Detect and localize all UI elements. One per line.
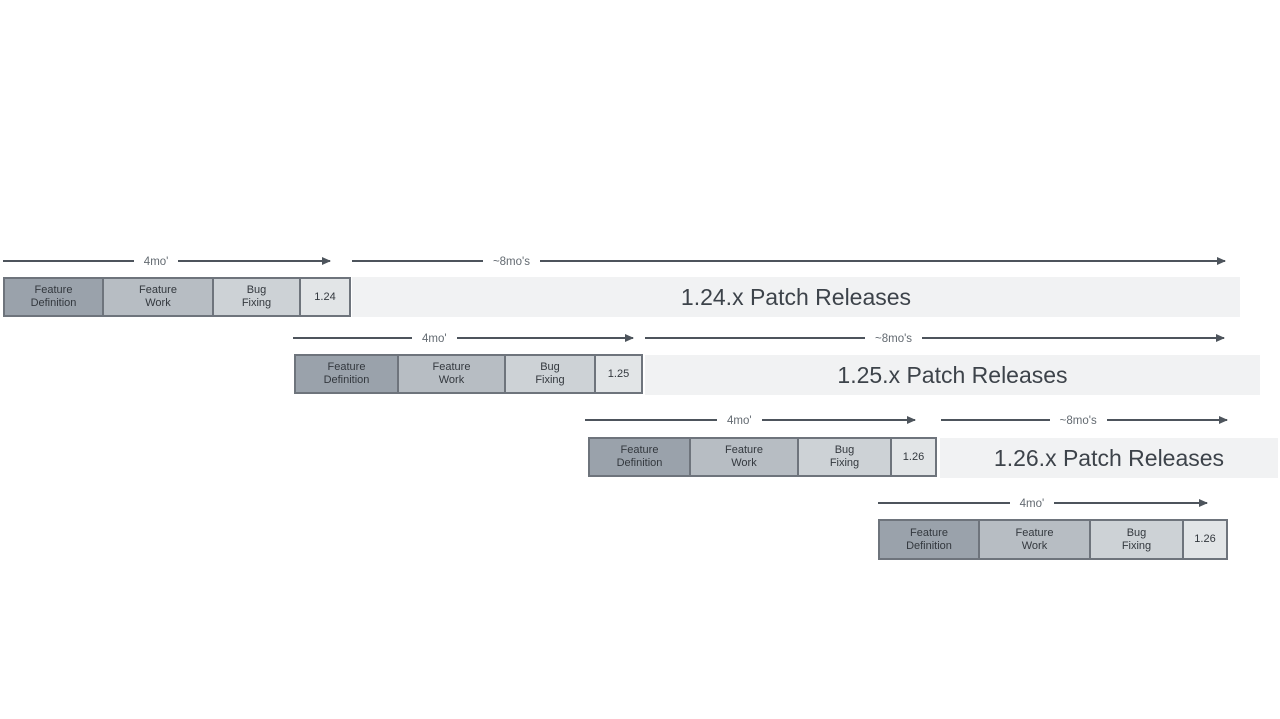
patch-duration-arrow: ~8mo's: [352, 252, 1225, 270]
version-cell: 1.26: [1182, 521, 1226, 558]
phase-bug-fixing: Bug Fixing: [797, 439, 890, 475]
phase-feature-work: Feature Work: [689, 439, 797, 475]
patch-releases-bar: 1.24.x Patch Releases: [352, 277, 1240, 317]
patch-releases-bar: 1.25.x Patch Releases: [645, 355, 1260, 395]
patch-duration-arrow: ~8mo's: [941, 411, 1227, 429]
arrow-line: [645, 337, 866, 339]
arrow-line: [293, 337, 412, 339]
patch-releases-label: 1.25.x Patch Releases: [837, 361, 1068, 388]
phase-box: Feature Definition Feature Work Bug Fixi…: [294, 354, 643, 394]
arrow-line: [941, 419, 1050, 421]
phase-feature-definition: Feature Definition: [296, 356, 397, 392]
phase-feature-definition: Feature Definition: [5, 279, 102, 315]
phase-box: Feature Definition Feature Work Bug Fixi…: [588, 437, 937, 477]
arrow-line: [352, 260, 483, 262]
arrow-right-icon: [456, 337, 633, 339]
arrow-right-icon: [1106, 419, 1227, 421]
version-cell: 1.25: [594, 356, 641, 392]
patch-duration-arrow: ~8mo's: [645, 329, 1224, 347]
version-cell: 1.26: [890, 439, 935, 475]
dev-duration-label: 4mo': [727, 415, 752, 428]
dev-duration-label: 4mo': [422, 333, 447, 346]
arrow-right-icon: [178, 260, 330, 262]
phase-bug-fixing: Bug Fixing: [212, 279, 299, 315]
patch-releases-label: 1.26.x Patch Releases: [993, 444, 1225, 471]
version-cell: 1.24: [299, 279, 349, 315]
arrow-line: [585, 419, 717, 421]
patch-duration-label: ~8mo's: [492, 256, 530, 269]
arrow-right-icon: [1054, 502, 1207, 504]
phase-bug-fixing: Bug Fixing: [1089, 521, 1182, 558]
phase-feature-work: Feature Work: [102, 279, 212, 315]
dev-duration-arrow: 4mo': [3, 252, 330, 270]
arrow-right-icon: [922, 337, 1224, 339]
patch-duration-label: ~8mo's: [875, 333, 913, 346]
phase-feature-definition: Feature Definition: [880, 521, 978, 558]
dev-duration-label: 4mo': [143, 256, 169, 269]
phase-feature-definition: Feature Definition: [590, 439, 689, 475]
phase-box: Feature Definition Feature Work Bug Fixi…: [878, 519, 1228, 560]
patch-releases-label: 1.24.x Patch Releases: [680, 283, 912, 310]
dev-duration-label: 4mo': [1019, 498, 1045, 511]
phase-feature-work: Feature Work: [978, 521, 1089, 558]
patch-duration-label: ~8mo's: [1059, 415, 1097, 428]
phase-box: Feature Definition Feature Work Bug Fixi…: [3, 277, 351, 317]
dev-duration-arrow: 4mo': [293, 329, 633, 347]
dev-duration-arrow: 4mo': [878, 494, 1207, 512]
arrow-right-icon: [539, 260, 1225, 262]
arrow-line: [878, 502, 1010, 504]
dev-duration-arrow: 4mo': [585, 411, 915, 429]
phase-feature-work: Feature Work: [397, 356, 504, 392]
patch-releases-bar: 1.26.x Patch Releases: [940, 438, 1278, 478]
phase-bug-fixing: Bug Fixing: [504, 356, 594, 392]
arrow-right-icon: [761, 419, 915, 421]
arrow-line: [3, 260, 134, 262]
